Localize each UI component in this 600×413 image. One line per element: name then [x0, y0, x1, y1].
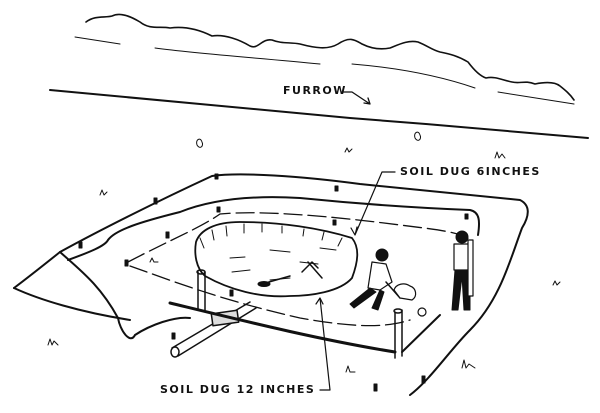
worker-standing — [451, 230, 474, 311]
grass-tufts — [47, 131, 561, 373]
pickaxe-icon — [301, 261, 323, 279]
inner-bench — [127, 212, 471, 327]
soil-dug-12-inches-label: SOIL DUG 12 INCHES — [160, 383, 316, 396]
soil-dug-12-leader — [315, 297, 331, 391]
horizon-lines — [74, 36, 575, 105]
soil-dug-6-inches-label: SOIL DUG 6INCHES — [400, 165, 541, 178]
furrow-label: FURROW — [283, 84, 347, 97]
worker-with-wheelbarrow — [349, 248, 427, 317]
drain-pipe — [168, 269, 441, 359]
furrow-line — [49, 89, 589, 139]
stakes — [78, 173, 469, 392]
soil-dug-6-leader — [350, 171, 396, 236]
furrow-arrow — [342, 91, 371, 105]
hill-outline — [85, 13, 575, 101]
pond — [194, 221, 359, 298]
embankment — [13, 173, 529, 396]
